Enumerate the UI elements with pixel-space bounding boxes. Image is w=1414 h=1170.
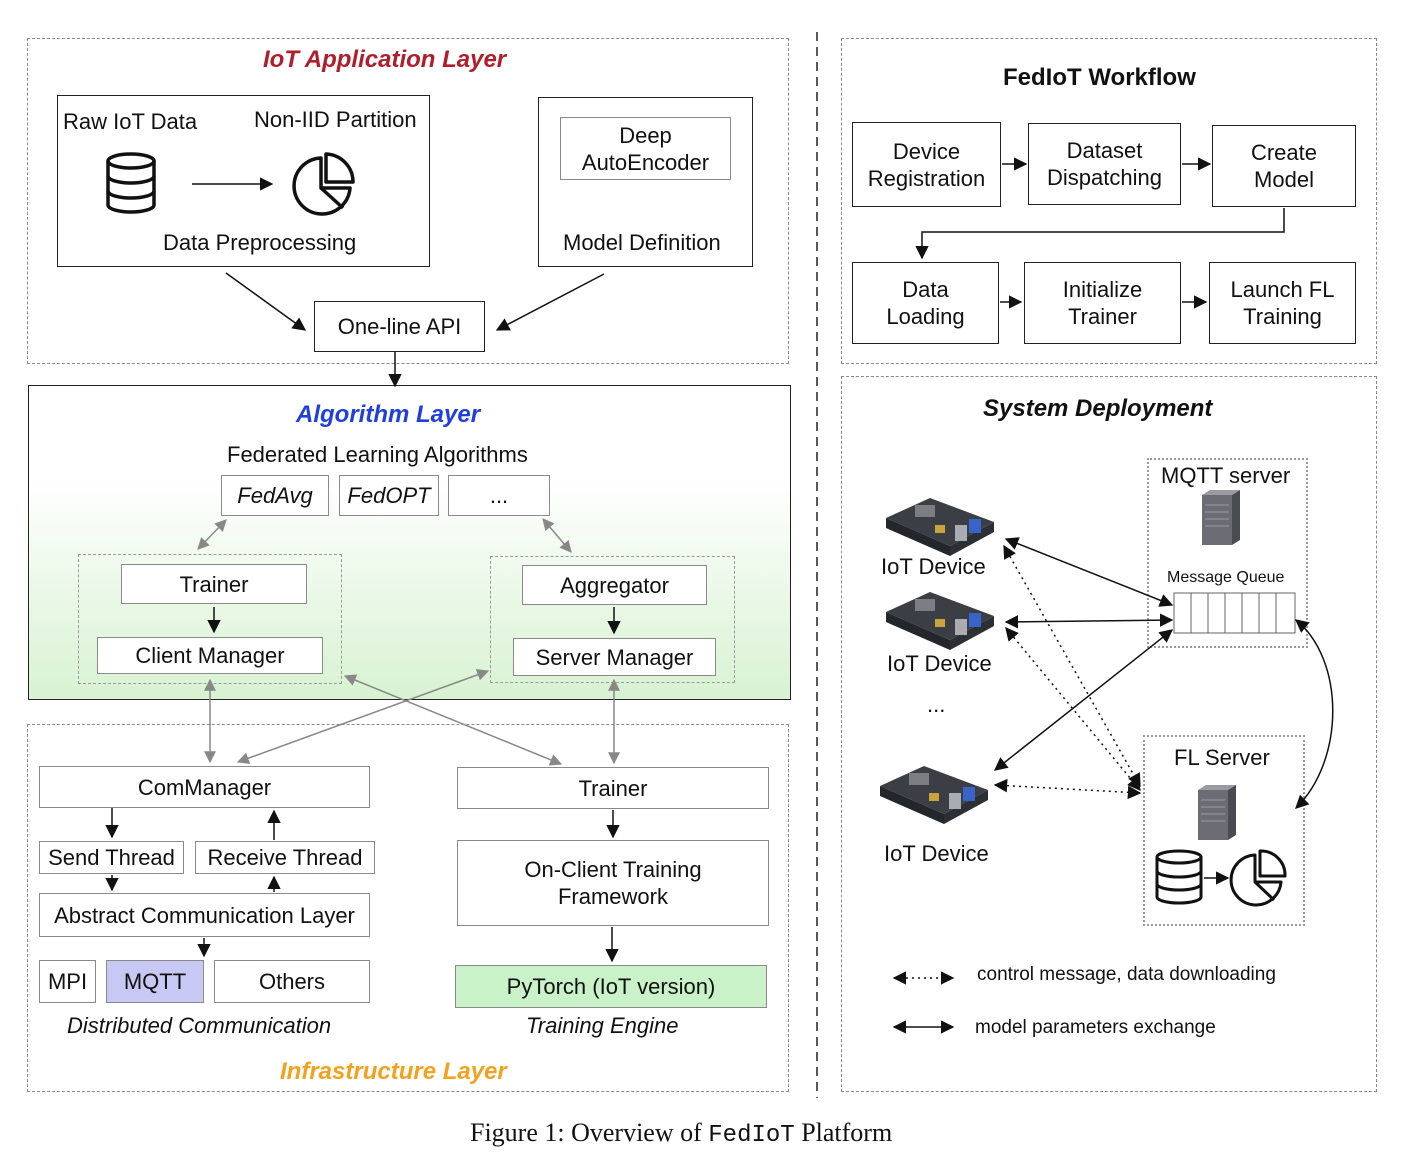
distributed-comm-label: Distributed Communication xyxy=(67,1013,332,1038)
workflow-arrow-3 xyxy=(915,208,1285,260)
system-deployment-panel xyxy=(841,376,1377,1092)
mpi-box: MPI xyxy=(39,960,96,1003)
training-engine-label: Training Engine xyxy=(526,1013,679,1038)
pie-chart-icon xyxy=(292,152,355,216)
workflow-step-launch-fl-training: Launch FL Training xyxy=(1209,262,1356,344)
others-box: Others xyxy=(214,960,370,1003)
iot-device-label-2: IoT Device xyxy=(887,651,992,676)
device3-mqtt-link xyxy=(993,629,1174,771)
client-manager-infra-trainer-arrow xyxy=(343,674,563,766)
algo-trainer-box: Trainer xyxy=(121,564,307,604)
message-queue-icon xyxy=(1173,592,1296,634)
iot-device-board-icon-1 xyxy=(886,498,994,556)
device1-flserver-control xyxy=(1003,544,1141,788)
workflow-step-line1: Launch FL xyxy=(1230,277,1335,302)
workflow-step-initialize-trainer: Initialize Trainer xyxy=(1024,262,1181,344)
workflow-step-line2: Trainer xyxy=(1068,304,1137,329)
workflow-step-create-model: Create Model xyxy=(1212,125,1356,207)
workflow-panel xyxy=(841,38,1377,364)
workflow-step-line1: Create xyxy=(1250,140,1318,165)
deep-autoencoder-box: Deep AutoEncoder xyxy=(560,117,731,180)
data-preprocessing-label: Data Preprocessing xyxy=(163,230,357,255)
send-thread-box: Send Thread xyxy=(39,841,184,874)
on-client-line2: Framework xyxy=(557,884,668,909)
on-client-training-box: On-Client Training Framework xyxy=(457,840,769,926)
caption-name: FedIoT xyxy=(708,1122,795,1149)
one-line-api-box: One-line API xyxy=(314,301,485,352)
fl-server-pie-icon xyxy=(1229,849,1287,907)
workflow-step-line1: Initialize xyxy=(1062,277,1143,302)
figure-caption: Figure 1: Overview of FedIoT Platform xyxy=(470,1118,892,1149)
preprocess-to-api-arrow xyxy=(225,272,307,331)
system-deployment-title: System Deployment xyxy=(983,395,1213,422)
workflow-step-line2: Registration xyxy=(867,165,986,191)
workflow-step-line1: Data xyxy=(902,277,949,302)
device3-flserver-control xyxy=(993,778,1142,800)
aggregator-box: Aggregator xyxy=(522,565,707,605)
infra-trainer-box: Trainer xyxy=(457,767,769,809)
mqtt-server-label: MQTT server xyxy=(1161,463,1291,488)
mqtt-box: MQTT xyxy=(106,960,204,1003)
workflow-step-line2: Dispatching xyxy=(1047,165,1162,190)
device2-mqtt-link xyxy=(1004,613,1174,629)
workflow-step-line1: Dataset xyxy=(1066,138,1143,163)
fedavg-box: FedAvg xyxy=(221,475,329,516)
iot-device-label-1: IoT Device xyxy=(881,554,986,579)
algorithm-layer-title: Algorithm Layer xyxy=(296,401,481,428)
algo-to-aggregator-arrow xyxy=(542,518,572,553)
mqtt-server-icon xyxy=(1202,490,1240,545)
caption-prefix: Figure 1: Overview of xyxy=(470,1118,709,1147)
workflow-step-line2: Model xyxy=(1254,167,1314,192)
caption-suffix: Platform xyxy=(794,1118,893,1147)
workflow-step-dataset-dispatching: Dataset Dispatching xyxy=(1028,123,1181,205)
workflow-step-data-loading: Data Loading xyxy=(852,262,999,344)
fl-server-database-icon xyxy=(1155,849,1203,905)
legend-control-label: control message, data downloading xyxy=(977,964,1276,985)
workflow-step-line1: Device xyxy=(892,138,961,164)
fl-algorithms-label: Federated Learning Algorithms xyxy=(227,442,528,467)
on-client-line1: On-Client Training xyxy=(524,857,702,882)
mqtt-flserver-link xyxy=(1294,619,1334,809)
infrastructure-layer-title: Infrastructure Layer xyxy=(280,1058,507,1085)
iot-device-board-icon-2 xyxy=(886,592,994,650)
more-algorithms-box: ... xyxy=(448,475,550,516)
commanager-box: ComManager xyxy=(39,766,370,808)
client-manager-box: Client Manager xyxy=(97,637,323,674)
server-manager-commanager-arrow xyxy=(236,669,490,764)
fedopt-box: FedOPT xyxy=(339,475,439,516)
iot-application-layer-panel xyxy=(27,38,789,364)
abstract-comm-layer-box: Abstract Communication Layer xyxy=(39,893,370,937)
device2-flserver-control xyxy=(1005,626,1141,792)
device1-mqtt-link xyxy=(1004,537,1174,607)
workflow-step-line2: Loading xyxy=(886,304,965,329)
deep-autoencoder-line1: Deep xyxy=(619,122,672,148)
fl-server-icon xyxy=(1198,785,1236,840)
non-iid-partition-label: Non-IID Partition xyxy=(254,107,417,132)
workflow-step-line2: Training xyxy=(1243,304,1322,329)
iot-device-board-icon-3 xyxy=(880,766,988,824)
workflow-step-device-registration: Device Registration xyxy=(852,122,1001,207)
fl-server-group xyxy=(1143,735,1305,926)
database-icon xyxy=(106,152,156,214)
algo-to-trainer-arrow xyxy=(197,519,227,550)
device-ellipsis: ... xyxy=(927,692,946,717)
workflow-title: FedIoT Workflow xyxy=(1003,64,1196,91)
iot-application-layer-title: IoT Application Layer xyxy=(263,46,507,73)
receive-thread-box: Receive Thread xyxy=(195,841,375,874)
legend-model-label: model parameters exchange xyxy=(975,1017,1216,1038)
deep-autoencoder-line2: AutoEncoder xyxy=(581,149,710,175)
model-to-api-arrow xyxy=(495,273,605,331)
pytorch-box: PyTorch (IoT version) xyxy=(455,965,767,1008)
server-manager-box: Server Manager xyxy=(513,638,716,676)
message-queue-label: Message Queue xyxy=(1167,569,1285,586)
raw-iot-data-label: Raw IoT Data xyxy=(63,109,198,134)
fl-server-label: FL Server xyxy=(1174,745,1270,770)
model-definition-label: Model Definition xyxy=(563,230,721,255)
iot-device-label-3: IoT Device xyxy=(884,841,989,866)
